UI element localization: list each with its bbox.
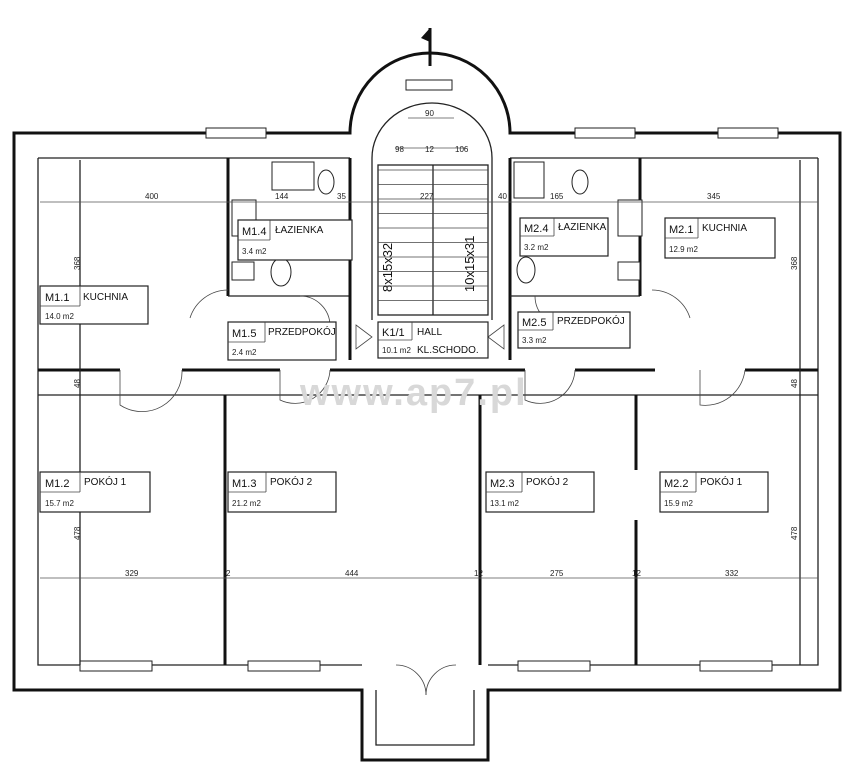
- dimension-lines: 400 144 35 227 40 165 345 90 98 12 106 3…: [40, 109, 818, 579]
- room-code: M2.4: [524, 223, 548, 235]
- room-name: POKÓJ 1: [700, 475, 743, 488]
- room-label-m24: M2.4 ŁAZIENKA 3.2 m2: [519, 217, 609, 257]
- room-label-m12: M1.2 POKÓJ 1 15.7 m2: [39, 471, 151, 513]
- dim-bottom-5: 275: [550, 569, 564, 578]
- room-name: POKÓJ 2: [526, 475, 569, 488]
- room-labels: M1.1 KUCHNIA 14.0 m2 M1.4 ŁAZIENKA 3.4 m…: [39, 217, 776, 513]
- dim-vert-4: 48: [790, 379, 799, 388]
- room-code: M2.3: [490, 478, 514, 490]
- room-area: 13.1 m2: [490, 499, 519, 508]
- outer-walls: [12, 51, 842, 762]
- room-area: 12.9 m2: [669, 245, 698, 254]
- room-name: POKÓJ 1: [84, 475, 127, 488]
- room-area: 15.7 m2: [45, 499, 74, 508]
- room-label-m14: M1.4 ŁAZIENKA 3.4 m2: [237, 219, 353, 261]
- bathtub-icon: [513, 161, 545, 199]
- room-label-m22: M2.2 POKÓJ 1 15.9 m2: [659, 471, 769, 513]
- room-name: ŁAZIENKA: [275, 225, 324, 236]
- dim-top-5: 40: [498, 192, 507, 201]
- room-area: 14.0 m2: [45, 312, 74, 321]
- room-code: M1.4: [242, 226, 266, 238]
- dim-stair-2: 98: [395, 145, 404, 154]
- room-name: PRZEDPOKÓJ: [557, 314, 625, 327]
- dim-bottom-1: 329: [125, 569, 139, 578]
- room-name: PRZEDPOKÓJ: [268, 325, 336, 338]
- room-code: M1.5: [232, 328, 256, 340]
- room-code: M1.3: [232, 478, 256, 490]
- room-name: KUCHNIA: [83, 292, 128, 303]
- stair-label-left: 8x15x32: [380, 243, 395, 292]
- room-code: K1/1: [382, 327, 405, 339]
- dim-bottom-3: 444: [345, 569, 359, 578]
- dim-vert-3: 48: [73, 379, 82, 388]
- dim-bottom-2: 2: [226, 569, 231, 578]
- room-label-m25: M2.5 PRZEDPOKÓJ 3.3 m2: [517, 311, 631, 349]
- toilet-icon: [317, 169, 335, 195]
- windows: [79, 79, 779, 672]
- room-code: M1.2: [45, 478, 69, 490]
- dim-top-3: 35: [337, 192, 346, 201]
- room-code: M1.1: [45, 292, 69, 304]
- bathroom-fixtures: [231, 161, 643, 287]
- basin-icon: [270, 257, 292, 287]
- room-code: M2.5: [522, 317, 546, 329]
- room-label-m13: M1.3 POKÓJ 2 21.2 m2: [227, 471, 337, 513]
- room-area: 3.2 m2: [524, 243, 549, 252]
- room-area: 3.4 m2: [242, 247, 267, 256]
- room-area: 21.2 m2: [232, 499, 261, 508]
- dim-top-6: 165: [550, 192, 564, 201]
- dim-stair-1: 90: [425, 109, 434, 118]
- north-arrow-icon: [421, 28, 432, 66]
- room-name: POKÓJ 2: [270, 475, 313, 488]
- dim-bottom-4: 12: [474, 569, 483, 578]
- shower-tray-icon: [271, 161, 315, 191]
- sink-icon: [617, 199, 643, 237]
- room-code: M2.1: [669, 224, 693, 236]
- dim-bottom-7: 332: [725, 569, 739, 578]
- room-name: KUCHNIA: [702, 223, 747, 234]
- doors: [119, 289, 746, 696]
- room-name-2: KL.SCHODO.: [417, 345, 479, 356]
- room-area: 3.3 m2: [522, 336, 547, 345]
- stair-label-right: 10x15x31: [462, 236, 477, 292]
- dim-vert-5: 478: [73, 526, 82, 540]
- stove-icon: [617, 261, 641, 281]
- basin-icon: [516, 256, 536, 284]
- room-label-m15: M1.5 PRZEDPOKÓJ 2.4 m2: [227, 321, 337, 361]
- toilet-icon: [571, 169, 589, 195]
- dim-top-1: 400: [145, 192, 159, 201]
- dim-vert-1: 368: [73, 256, 82, 270]
- room-label-k11: K1/1 HALL KL.SCHODO. 10.1 m2: [377, 321, 489, 359]
- stove-icon: [231, 261, 255, 281]
- room-area: 10.1 m2: [382, 346, 411, 355]
- room-name: ŁAZIENKA: [558, 222, 607, 233]
- dim-vert-2: 368: [790, 256, 799, 270]
- dim-vert-6: 478: [790, 526, 799, 540]
- watermark: www.ap7.pl: [299, 372, 528, 414]
- dim-top-4: 227: [420, 192, 434, 201]
- dim-bottom-6: 12: [632, 569, 641, 578]
- room-area: 15.9 m2: [664, 499, 693, 508]
- staircase: 8x15x32 10x15x31: [355, 164, 505, 350]
- room-name: HALL: [417, 327, 442, 338]
- dim-stair-4: 106: [455, 145, 469, 154]
- dim-top-2: 144: [275, 192, 289, 201]
- dim-top-7: 345: [707, 192, 721, 201]
- room-label-m11: M1.1 KUCHNIA 14.0 m2: [39, 285, 149, 325]
- room-label-m23: M2.3 POKÓJ 2 13.1 m2: [485, 471, 595, 513]
- room-code: M2.2: [664, 478, 688, 490]
- room-label-m21: M2.1 KUCHNIA 12.9 m2: [664, 217, 776, 259]
- room-area: 2.4 m2: [232, 348, 257, 357]
- dim-stair-3: 12: [425, 145, 434, 154]
